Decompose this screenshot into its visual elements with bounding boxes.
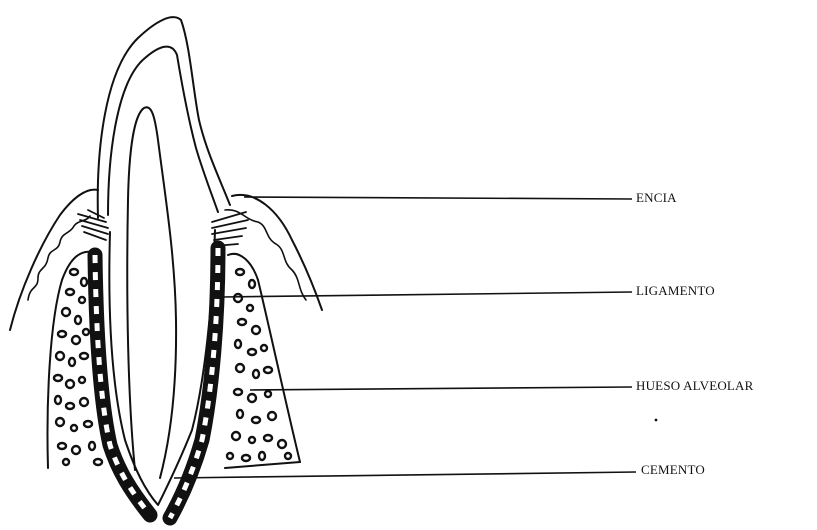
- gingiva-left-outer: [10, 190, 98, 330]
- bone-right-base: [225, 462, 300, 468]
- gingival-fibers-left: [78, 210, 108, 240]
- bone-trabeculae-right: [227, 269, 291, 461]
- stray-mark: [655, 419, 658, 422]
- label-cemento: CEMENTO: [641, 462, 705, 478]
- pulp-canal: [127, 107, 176, 478]
- leader-line-encia: [244, 197, 632, 199]
- leader-line-hueso: [250, 387, 632, 390]
- bone-right-outline: [228, 254, 300, 462]
- leader-line-cemento: [174, 472, 636, 478]
- ligament-left-strip: [95, 255, 150, 515]
- leader-line-ligamento: [222, 292, 632, 297]
- label-encia: ENCIA: [636, 190, 677, 206]
- label-ligamento: LIGAMENTO: [636, 283, 715, 299]
- label-hueso-alveolar: HUESO ALVEOLAR: [636, 378, 754, 394]
